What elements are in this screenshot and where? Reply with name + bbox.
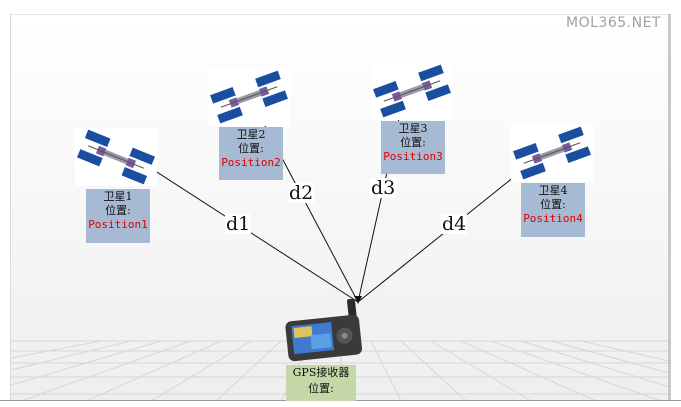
satellite-3-image — [371, 62, 453, 120]
gps-receiver-name: GPS接收器 — [292, 366, 350, 379]
gps-receiver-icon — [285, 298, 363, 362]
satellite-2-label: 卫星2 位置: Position2 — [219, 127, 283, 180]
satellite-3-label: 卫星3 位置: Position3 — [381, 121, 445, 174]
satellite-1-label: 卫星1 位置: Position1 — [86, 189, 150, 243]
frame-right-edge — [668, 14, 671, 400]
satellite-2-position-label: 位置: — [238, 142, 264, 155]
satellite-1-name: 卫星1 — [103, 190, 133, 203]
satellite-icon — [210, 70, 288, 124]
satellite-icon — [77, 129, 155, 185]
satellite-icon — [513, 126, 591, 180]
satellite-3-position-value: Position3 — [383, 150, 443, 163]
gps-receiver-position-label: 位置: — [308, 382, 334, 395]
satellite-4-image — [511, 124, 593, 182]
watermark-text: MOL365.NET — [566, 15, 661, 31]
satellite-2-name: 卫星2 — [236, 128, 266, 141]
satellite-icon — [373, 64, 451, 118]
satellite-4-position-label: 位置: — [540, 198, 566, 211]
satellite-4-name: 卫星4 — [538, 184, 568, 197]
gps-receiver-label: GPS接收器 位置: — [286, 365, 356, 401]
satellite-1-image — [75, 128, 157, 186]
distance-label-d3: d3 — [370, 177, 397, 199]
satellite-1-position-label: 位置: — [105, 204, 131, 217]
satellite-3-position-label: 位置: — [400, 136, 426, 149]
distance-label-d4: d4 — [441, 213, 468, 235]
distance-label-d1: d1 — [225, 213, 252, 235]
satellite-4-label: 卫星4 位置: Position4 — [521, 183, 585, 237]
distance-label-d2: d2 — [288, 182, 315, 204]
satellite-2-image — [208, 68, 290, 126]
line-convergence-arrow — [354, 296, 362, 304]
satellite-3-name: 卫星3 — [398, 122, 428, 135]
satellite-1-position-value: Position1 — [88, 218, 148, 231]
satellite-4-position-value: Position4 — [523, 212, 583, 225]
satellite-2-position-value: Position2 — [221, 156, 281, 169]
